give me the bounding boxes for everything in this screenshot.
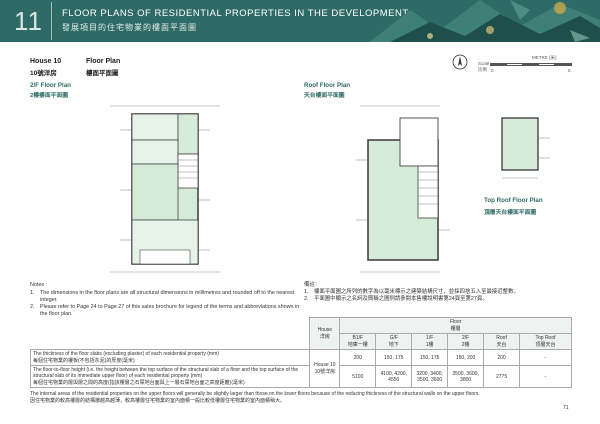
notes-en-item: 1. The dimensions in the floor plans are… [30,290,295,303]
section-title-zh: 發展項目的住宅物業的樓面平面圖 [62,23,197,32]
roof-plan-title-en: Roof Floor Plan [304,82,351,89]
scale-start: 0 [491,68,494,73]
roof-plan-drawing [356,105,450,273]
notes-zh: 備註： 1. 樓面平面圖之所列的數字為以毫米標示之建築結構尺寸，並採四捨五入至最… [304,282,574,303]
section-header: 11 FLOOR PLANS OF RESIDENTIAL PROPERTIES… [0,0,600,42]
house-title-en: House 10 [30,58,62,65]
table-cell: 5100 [339,365,377,388]
house-cell: House 10 10號洋房 [309,349,341,388]
top-roof-plan-drawing [501,117,550,179]
table-cell: - [519,349,572,366]
decorative-landscape-pattern [370,0,600,42]
table-cell: 150, 175 [375,349,413,366]
north-compass-icon [452,54,468,70]
footer-note-en: The internal areas of the residential pr… [30,391,480,397]
row-description: The thickness of the floor slabs (exclud… [29,349,311,366]
plan-title-en: Floor Plan [86,58,121,65]
house-header: House 洋房 [309,317,341,350]
notes-en: Notes : 1. The dimensions in the floor p… [30,282,300,318]
footer-note: The internal areas of the residential pr… [30,391,575,405]
table-row: The floor-to-floor height (i.e. the heig… [29,365,572,388]
table-header-row: House 洋房 Floor 樓層 [31,317,572,350]
table-cell: 200 [339,349,377,366]
top-roof-plan-title-zh: 頂層天台樓面平面圖 [484,210,537,216]
scale-bar [490,63,572,66]
floor-plan-2f-drawing [110,105,220,273]
table-cell: 4100, 4200, 4550 [375,365,413,388]
notes-en-item: 2. Please refer to Page 24 to Page 27 of… [30,304,300,317]
table-row: The thickness of the floor slabs (exclud… [29,349,572,388]
floor-header: Floor 樓層 [339,317,572,334]
plan-title-zh: 樓面平面圖 [86,70,119,77]
table-cell: 200 [483,349,521,366]
table-cell: 2775 [483,365,521,388]
section-number: 11 [14,6,43,36]
row-description: The floor-to-floor height (i.e. the heig… [29,365,311,388]
table-cell: 3500, 3600, 3800 [447,365,485,388]
house-title-zh: 10號洋房 [30,70,57,77]
scale-end: 5 [568,68,571,73]
footer-note-zh: 因住宅物業的較高樓層的結構牆越高越薄，較高樓層住宅物業的室內面積一般比較低樓層住… [30,398,286,404]
notes-zh-item: 2. 平面圖中顯示之名詞及簡稱之圖例請參閱本售樓說明書第24頁至第27頁。 [304,296,488,302]
top-roof-plan-title-en: Top Roof Floor Plan [484,197,543,204]
scale-label-zh: 比例 [478,67,487,72]
floor-plan-2f-title-zh: 2樓樓面平面圖 [30,93,69,99]
floor-plan-2f-title-en: 2/F Floor Plan [30,82,71,89]
table-cell: - [519,365,572,388]
roof-plan-title-zh: 天台樓面平面圖 [304,93,345,99]
table-cell: 150, 175 [411,349,449,366]
table-cell: 3200, 3400, 3500, 3600 [411,365,449,388]
notes-zh-item: 1. 樓面平面圖之所列的數字為以毫米標示之建築結構尺寸，並採四捨五入至最接近整數… [304,289,519,295]
notes-zh-title: 備註： [304,282,321,288]
table-cell: 150, 200 [447,349,485,366]
scale-label-en: Scale [478,61,490,66]
section-title-en: FLOOR PLANS OF RESIDENTIAL PROPERTIES IN… [62,8,409,19]
section-number-box [10,2,52,40]
notes-en-title: Notes : [30,282,48,288]
scale-unit: METRE (米) [532,55,557,60]
page-number: 71 [563,405,569,411]
